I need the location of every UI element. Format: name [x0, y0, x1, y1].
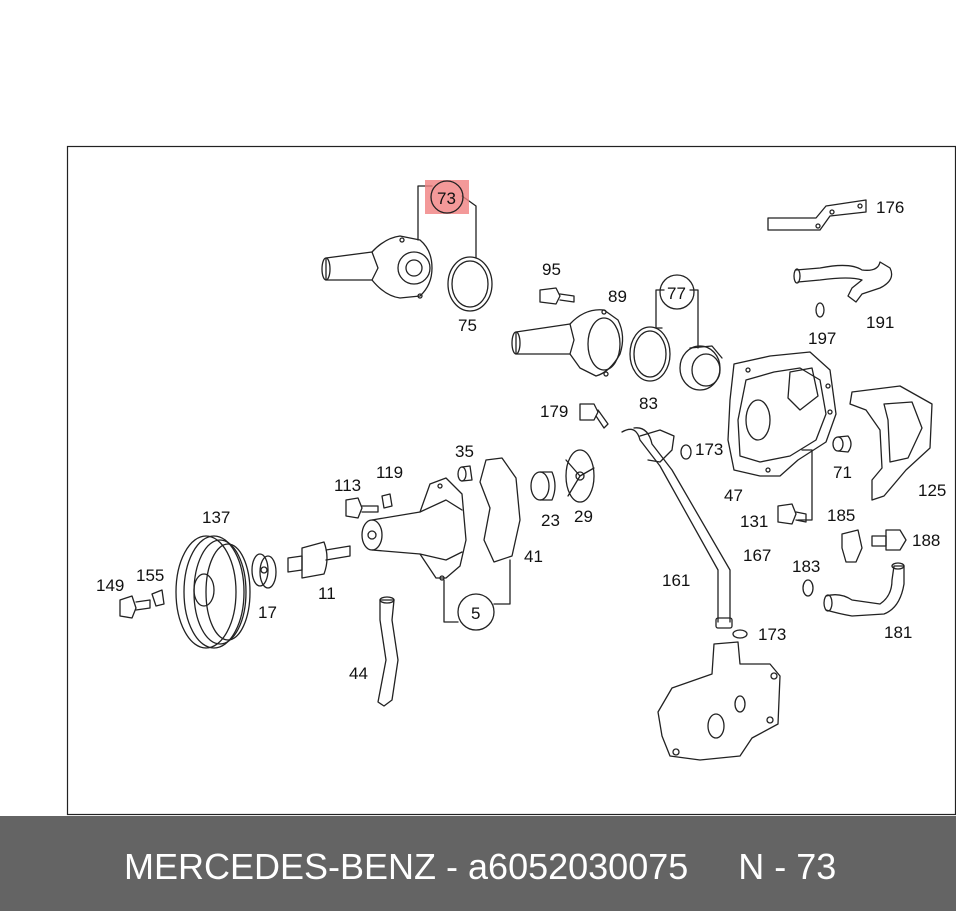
- callout-71[interactable]: 71: [833, 463, 852, 482]
- pump-housing-part-47[interactable]: [727, 351, 837, 477]
- callout-89[interactable]: 89: [608, 287, 627, 306]
- bolt-part-95[interactable]: [539, 287, 575, 305]
- washer-part-119[interactable]: [381, 493, 393, 509]
- impeller-part-29[interactable]: [565, 449, 595, 503]
- callout-41[interactable]: 41: [524, 547, 543, 566]
- hose-part-44[interactable]: [377, 596, 399, 707]
- callout-77[interactable]: 77: [667, 284, 686, 303]
- washer-part-155[interactable]: [151, 589, 165, 607]
- hub-part-17[interactable]: [251, 553, 277, 589]
- shaft-part-11[interactable]: [287, 541, 351, 579]
- plug-part-71[interactable]: [832, 435, 852, 453]
- callout-185[interactable]: 185: [827, 506, 855, 525]
- callout-44[interactable]: 44: [349, 664, 368, 683]
- washer-part-197[interactable]: [815, 302, 825, 318]
- coolant-pipe-part-181[interactable]: [823, 562, 905, 617]
- footer-title: MERCEDES-BENZ - a6052030075 N - 73: [124, 846, 837, 887]
- thermostat-part-77[interactable]: [679, 345, 723, 391]
- callout-17[interactable]: 17: [258, 603, 277, 622]
- parts-diagram: 73 75 95 89 77 83 176 191 197 179 173 35…: [66, 145, 956, 816]
- seal-ring-part-83[interactable]: [629, 326, 671, 382]
- callout-197[interactable]: 197: [808, 329, 836, 348]
- highlight-box-73: [425, 180, 469, 214]
- bracket-part-185[interactable]: [841, 529, 863, 563]
- callout-circle-73: [430, 180, 464, 214]
- bolt-part-188[interactable]: [871, 529, 907, 551]
- callout-23[interactable]: 23: [541, 511, 560, 530]
- callout-183[interactable]: 183: [792, 557, 820, 576]
- spacer-part-35[interactable]: [457, 465, 473, 482]
- washer-part-173-lower[interactable]: [732, 629, 748, 639]
- callout-176[interactable]: 176: [876, 198, 904, 217]
- gasket-part-41[interactable]: [479, 457, 521, 563]
- callout-167[interactable]: 167: [743, 546, 771, 565]
- callout-circle-77: [659, 274, 695, 310]
- callout-161[interactable]: 161: [662, 571, 690, 590]
- pulley-part-137[interactable]: [175, 535, 251, 649]
- footer-bar: [0, 816, 956, 911]
- bolt-part-113[interactable]: [345, 497, 379, 519]
- callout-29[interactable]: 29: [574, 507, 593, 526]
- callout-149[interactable]: 149: [96, 576, 124, 595]
- bolt-part-149[interactable]: [119, 595, 151, 619]
- callout-5[interactable]: 5: [471, 604, 480, 623]
- callout-179[interactable]: 179: [540, 402, 568, 421]
- callout-47[interactable]: 47: [724, 486, 743, 505]
- callout-113[interactable]: 113: [334, 476, 361, 495]
- callout-83[interactable]: 83: [639, 394, 658, 413]
- callout-181[interactable]: 181: [884, 623, 912, 642]
- callout-119[interactable]: 119: [376, 463, 403, 482]
- diagram-frame: [66, 145, 956, 816]
- callout-173-upper[interactable]: 173: [695, 440, 723, 459]
- callout-75[interactable]: 75: [458, 316, 477, 335]
- coolant-tube-part-161[interactable]: [621, 427, 733, 629]
- callout-131[interactable]: 131: [740, 512, 768, 531]
- callout-73[interactable]: 73: [437, 189, 456, 208]
- callout-137[interactable]: 137: [202, 508, 230, 527]
- callout-11[interactable]: 11: [318, 584, 336, 603]
- coolant-pipe-part-191[interactable]: [793, 261, 893, 303]
- outlet-housing-part-89[interactable]: [511, 309, 624, 377]
- washer-part-173-upper[interactable]: [680, 444, 692, 460]
- washer-part-183[interactable]: [802, 579, 814, 597]
- bearing-part-23[interactable]: [530, 471, 556, 501]
- leader-47-131: [797, 449, 813, 521]
- callout-95[interactable]: 95: [542, 260, 561, 279]
- callout-173-lower[interactable]: 173: [758, 625, 786, 644]
- lower-housing-assembly[interactable]: [657, 641, 781, 761]
- bracket-part-176[interactable]: [767, 199, 867, 231]
- water-pump-part-5[interactable]: [361, 477, 467, 581]
- thermostat-housing-part-73[interactable]: [321, 235, 433, 299]
- o-ring-part-75[interactable]: [447, 256, 493, 312]
- leader-5: [443, 559, 511, 623]
- callout-188[interactable]: 188: [912, 531, 940, 550]
- bolt-part-131[interactable]: [777, 503, 807, 525]
- bolt-part-179[interactable]: [579, 403, 609, 429]
- callout-35[interactable]: 35: [455, 442, 474, 461]
- gasket-part-125[interactable]: [849, 385, 933, 501]
- callout-125[interactable]: 125: [918, 481, 946, 500]
- callout-191[interactable]: 191: [866, 313, 894, 332]
- callout-155[interactable]: 155: [136, 566, 164, 585]
- callout-circle-5: [457, 593, 495, 631]
